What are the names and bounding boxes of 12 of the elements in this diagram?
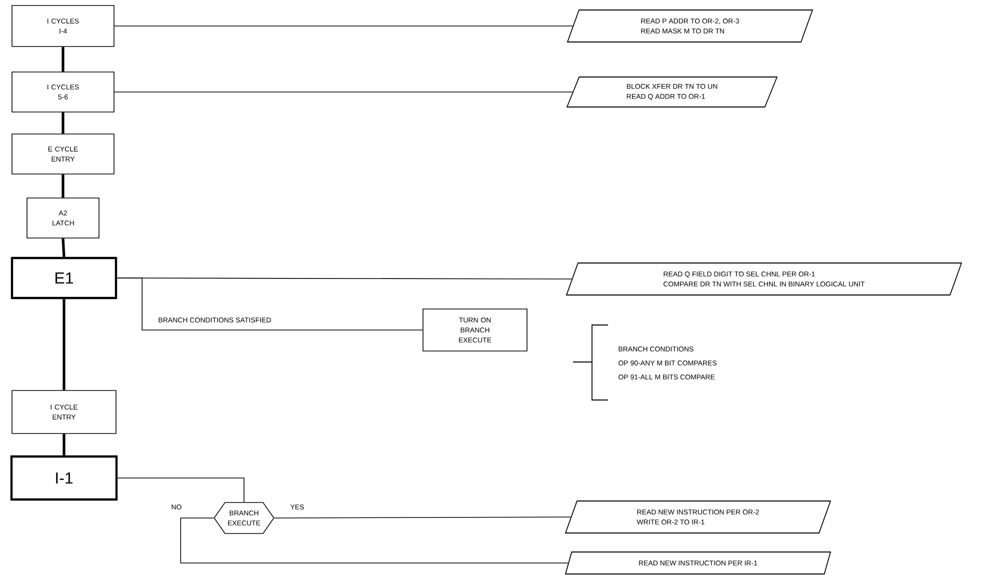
process-box: E1	[10, 256, 118, 300]
connector-line	[62, 174, 64, 198]
connector-line	[180, 518, 569, 564]
process-box: I-1	[10, 455, 118, 501]
connector-line	[274, 516, 572, 518]
connector-line	[117, 478, 244, 502]
connector-line	[116, 278, 423, 330]
connector-line	[62, 299, 66, 390]
connector-line	[62, 46, 64, 72]
connector-line	[62, 434, 66, 456]
connector-line	[62, 112, 64, 134]
connector-line	[62, 238, 66, 257]
